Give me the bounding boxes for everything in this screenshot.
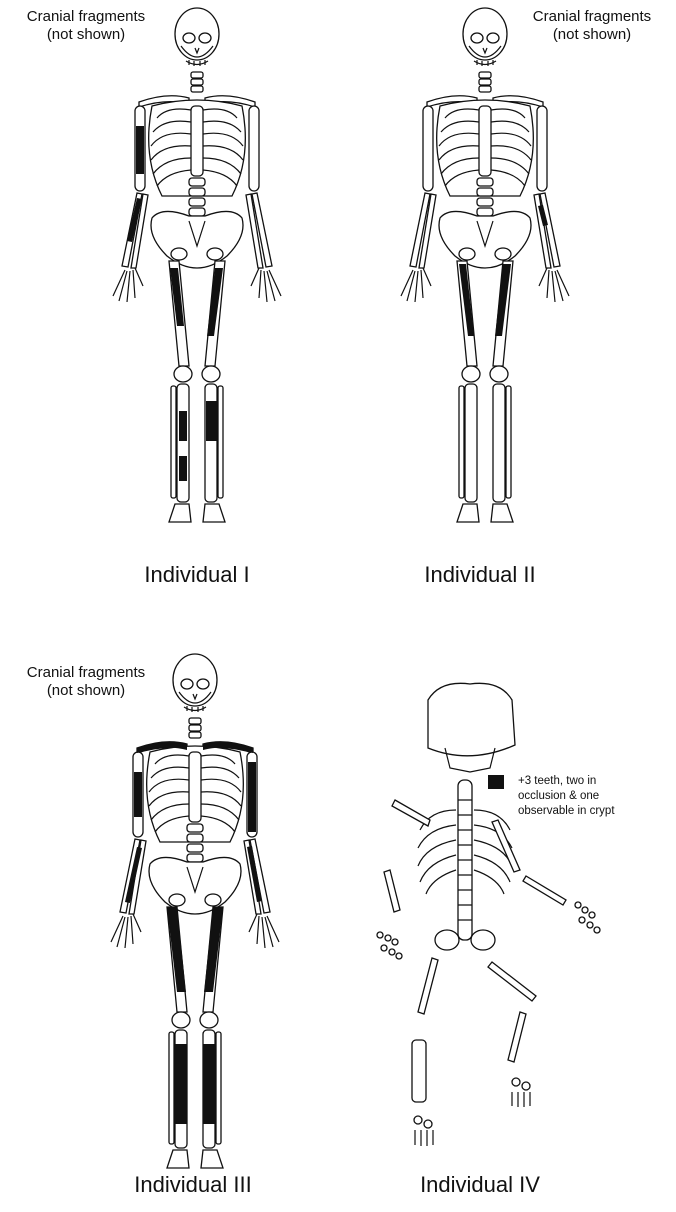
panel-4-note: +3 teeth, two in occlusion & one observa… [518,774,668,819]
panel-3-note: Cranial fragments (not shown) [10,664,162,700]
note-line-1: Cranial fragments [516,8,668,26]
infant-spine [458,780,472,940]
infant-feet [414,1078,530,1146]
note-line-2: (not shown) [516,26,668,44]
note-line-1: Cranial fragments [10,664,162,682]
note-line-3: observable in crypt [518,804,668,819]
note-line-1: +3 teeth, two in [518,774,668,789]
skeleton-individual-4 [377,683,600,1146]
note-line-2: (not shown) [10,682,162,700]
note-line-2: occlusion & one [518,789,668,804]
caption-individual-2: Individual II [350,562,610,588]
skeleton-individual-3 [111,654,279,1168]
panel-2-note: Cranial fragments (not shown) [516,8,668,44]
note-line-1: Cranial fragments [10,8,162,26]
skeleton-individual-1 [113,8,281,522]
panel-1-note: Cranial fragments (not shown) [10,8,162,44]
caption-individual-4: Individual IV [350,1172,610,1198]
note-line-2: (not shown) [10,26,162,44]
caption-individual-1: Individual I [67,562,327,588]
skeleton-individual-2 [401,8,569,522]
caption-individual-3: Individual III [63,1172,323,1198]
